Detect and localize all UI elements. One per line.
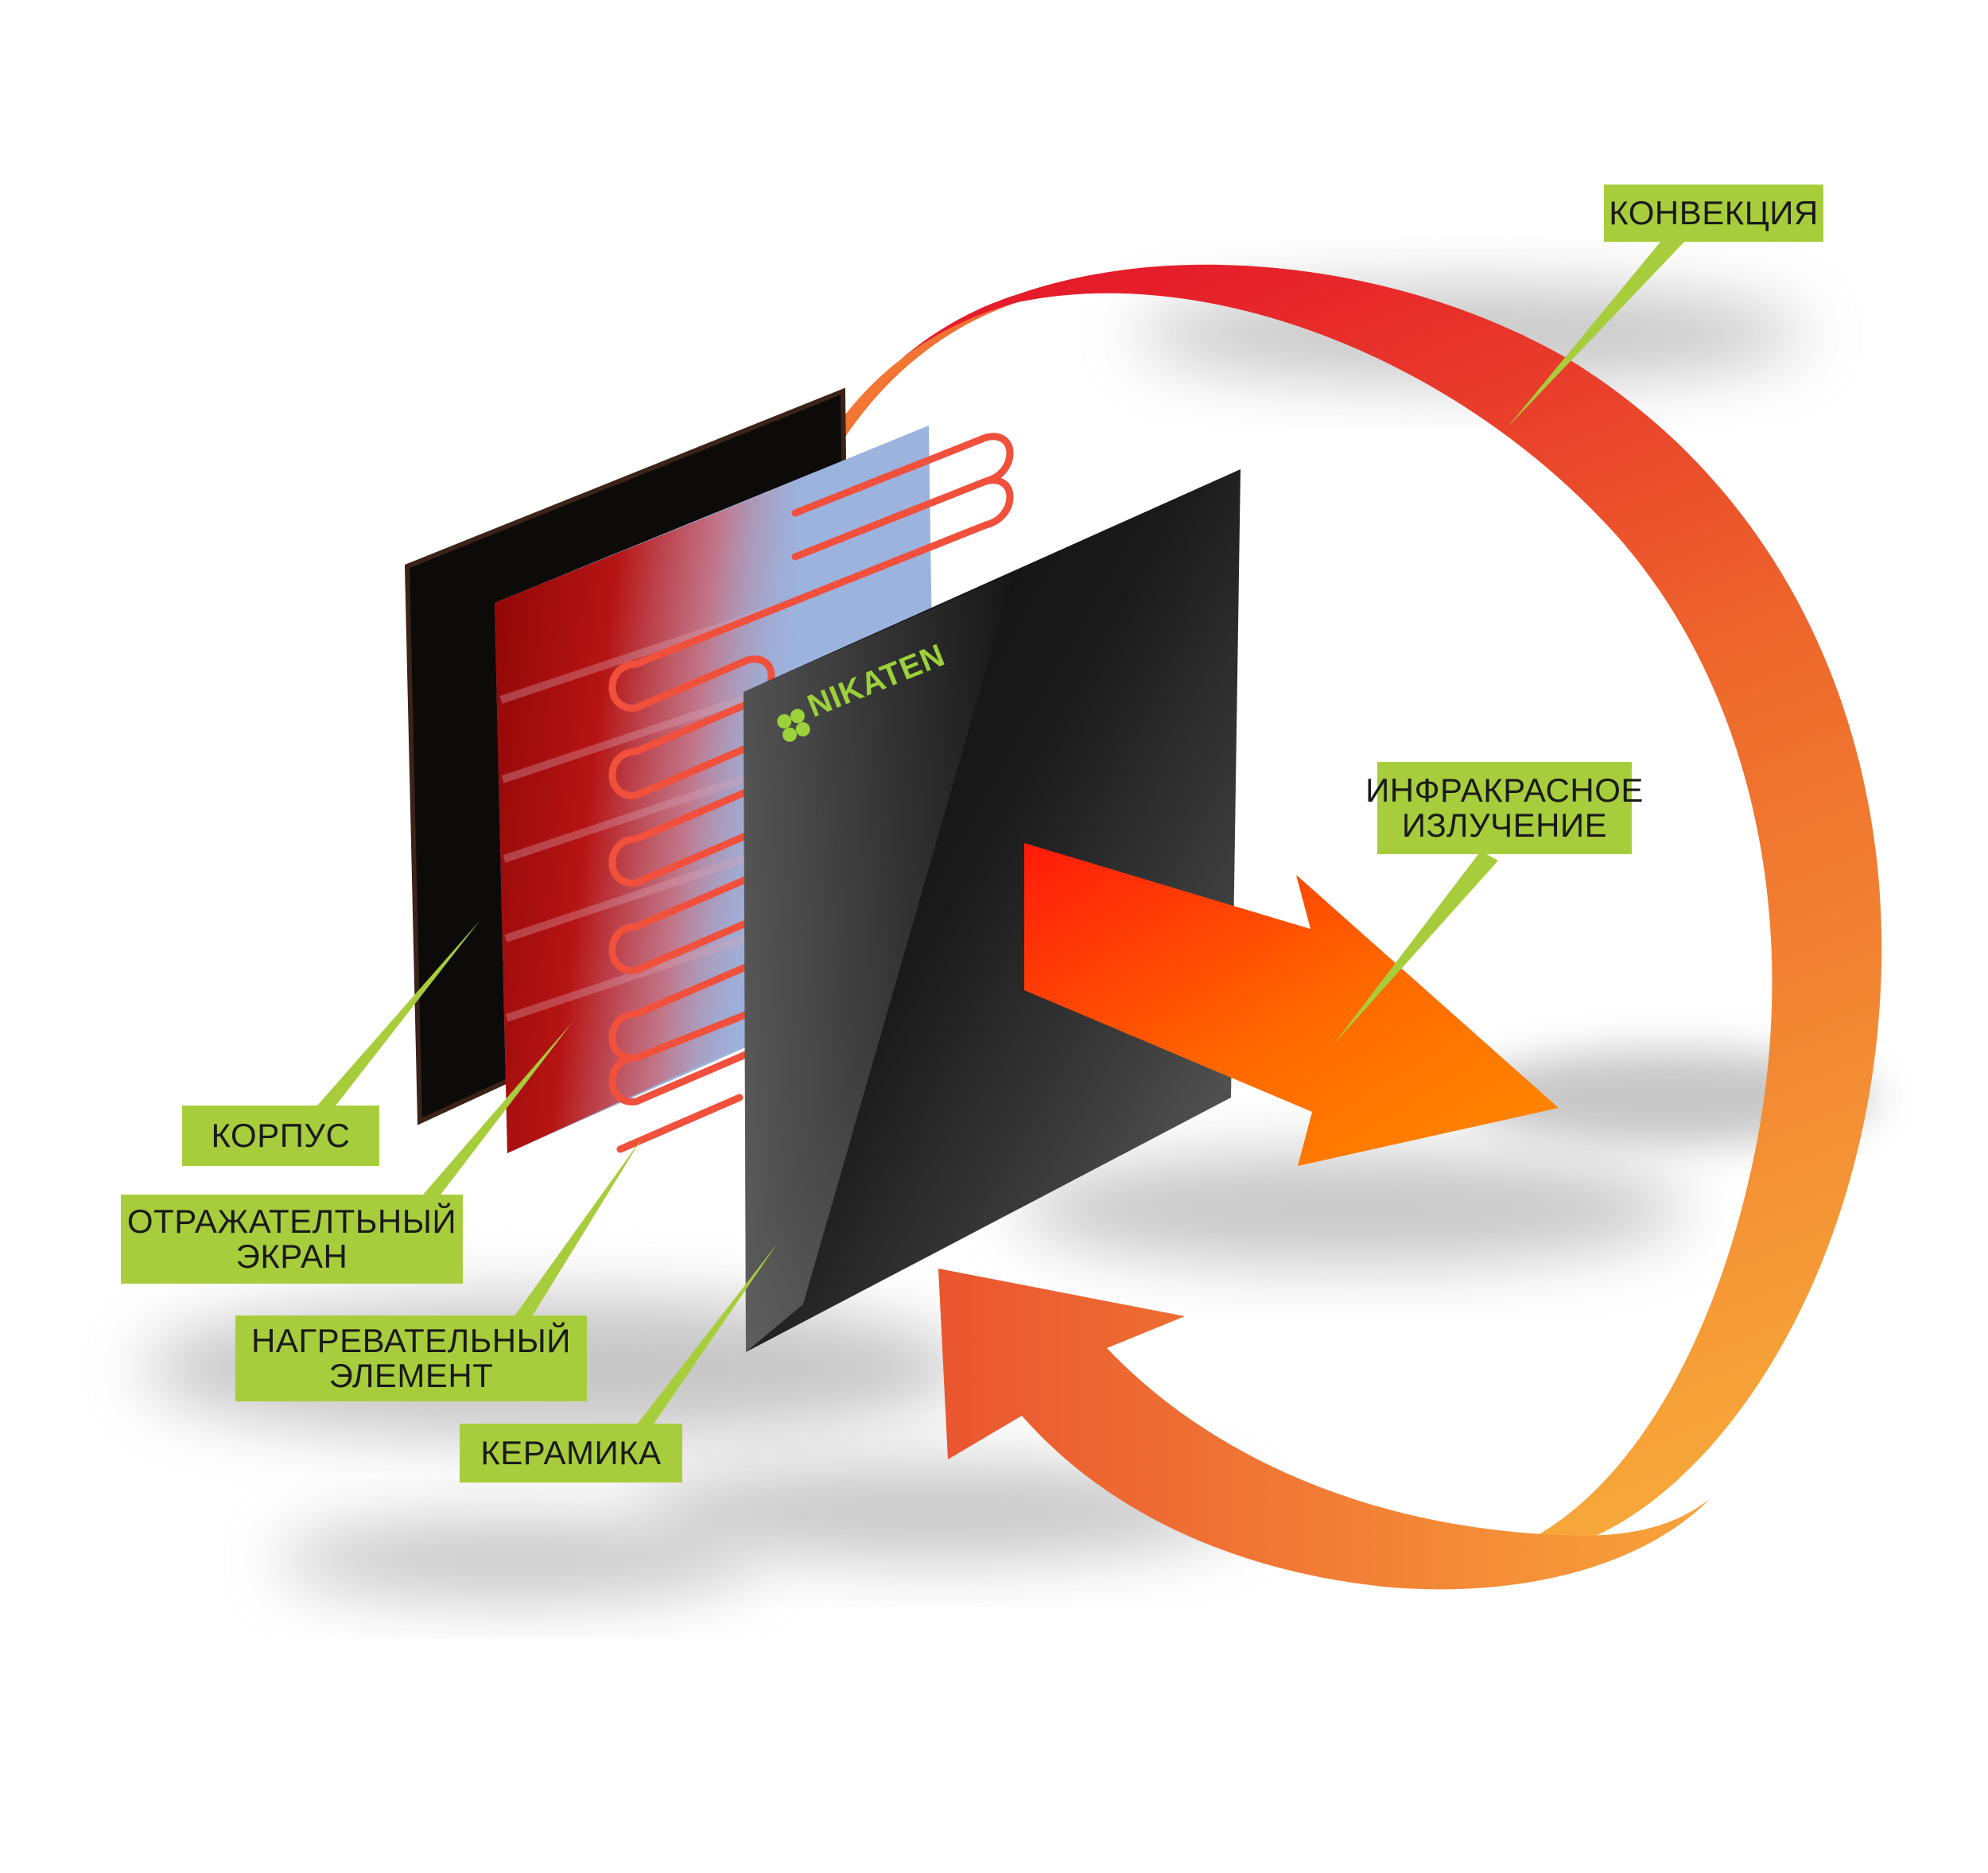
label-reflective-screen: ОТРАЖАТЕЛТЬНЫЙ ЭКРАН xyxy=(121,1195,463,1284)
label-heating-line1: НАГРЕВАТЕЛЬНЫЙ xyxy=(251,1322,571,1359)
heat-glow xyxy=(495,481,803,1153)
label-convection: КОНВЕКЦИЯ xyxy=(1604,185,1823,242)
leader-reflective xyxy=(417,1022,573,1201)
label-ceramic-text: КЕРАМИКА xyxy=(480,1434,662,1471)
leader-ceramic xyxy=(628,1243,778,1436)
label-heating-element: НАГРЕВАТЕЛЬНЫЙ ЭЛЕМЕНТ xyxy=(235,1315,587,1401)
ceramic-gloss xyxy=(744,573,1014,1352)
leader-lines xyxy=(312,232,1686,1436)
infrared-arrow xyxy=(1024,843,1559,1166)
label-infrared-line1: ИНФРАКРАСНОЕ xyxy=(1365,771,1644,809)
label-body: КОРПУС xyxy=(182,1106,379,1166)
leader-heating xyxy=(506,1137,643,1328)
label-reflective-line1: ОТРАЖАТЕЛТЬНЫЙ xyxy=(126,1203,457,1240)
leader-convection xyxy=(1507,232,1686,428)
leader-body xyxy=(312,921,480,1112)
label-heating-line2: ЭЛЕМЕНТ xyxy=(328,1357,494,1394)
label-infrared-line2: ИЗЛУЧЕНИЕ xyxy=(1401,806,1608,844)
label-ceramic: КЕРАМИКА xyxy=(460,1424,682,1482)
label-convection-text: КОНВЕКЦИЯ xyxy=(1609,194,1819,231)
label-reflective-line2: ЭКРАН xyxy=(235,1238,348,1275)
label-body-text: КОРПУС xyxy=(211,1117,351,1154)
leader-infrared xyxy=(1334,851,1498,1043)
label-infrared: ИНФРАКРАСНОЕ ИЗЛУЧЕНИЕ xyxy=(1365,762,1643,854)
clover-icon xyxy=(777,709,810,742)
convection-return-arrow xyxy=(938,1269,1710,1590)
